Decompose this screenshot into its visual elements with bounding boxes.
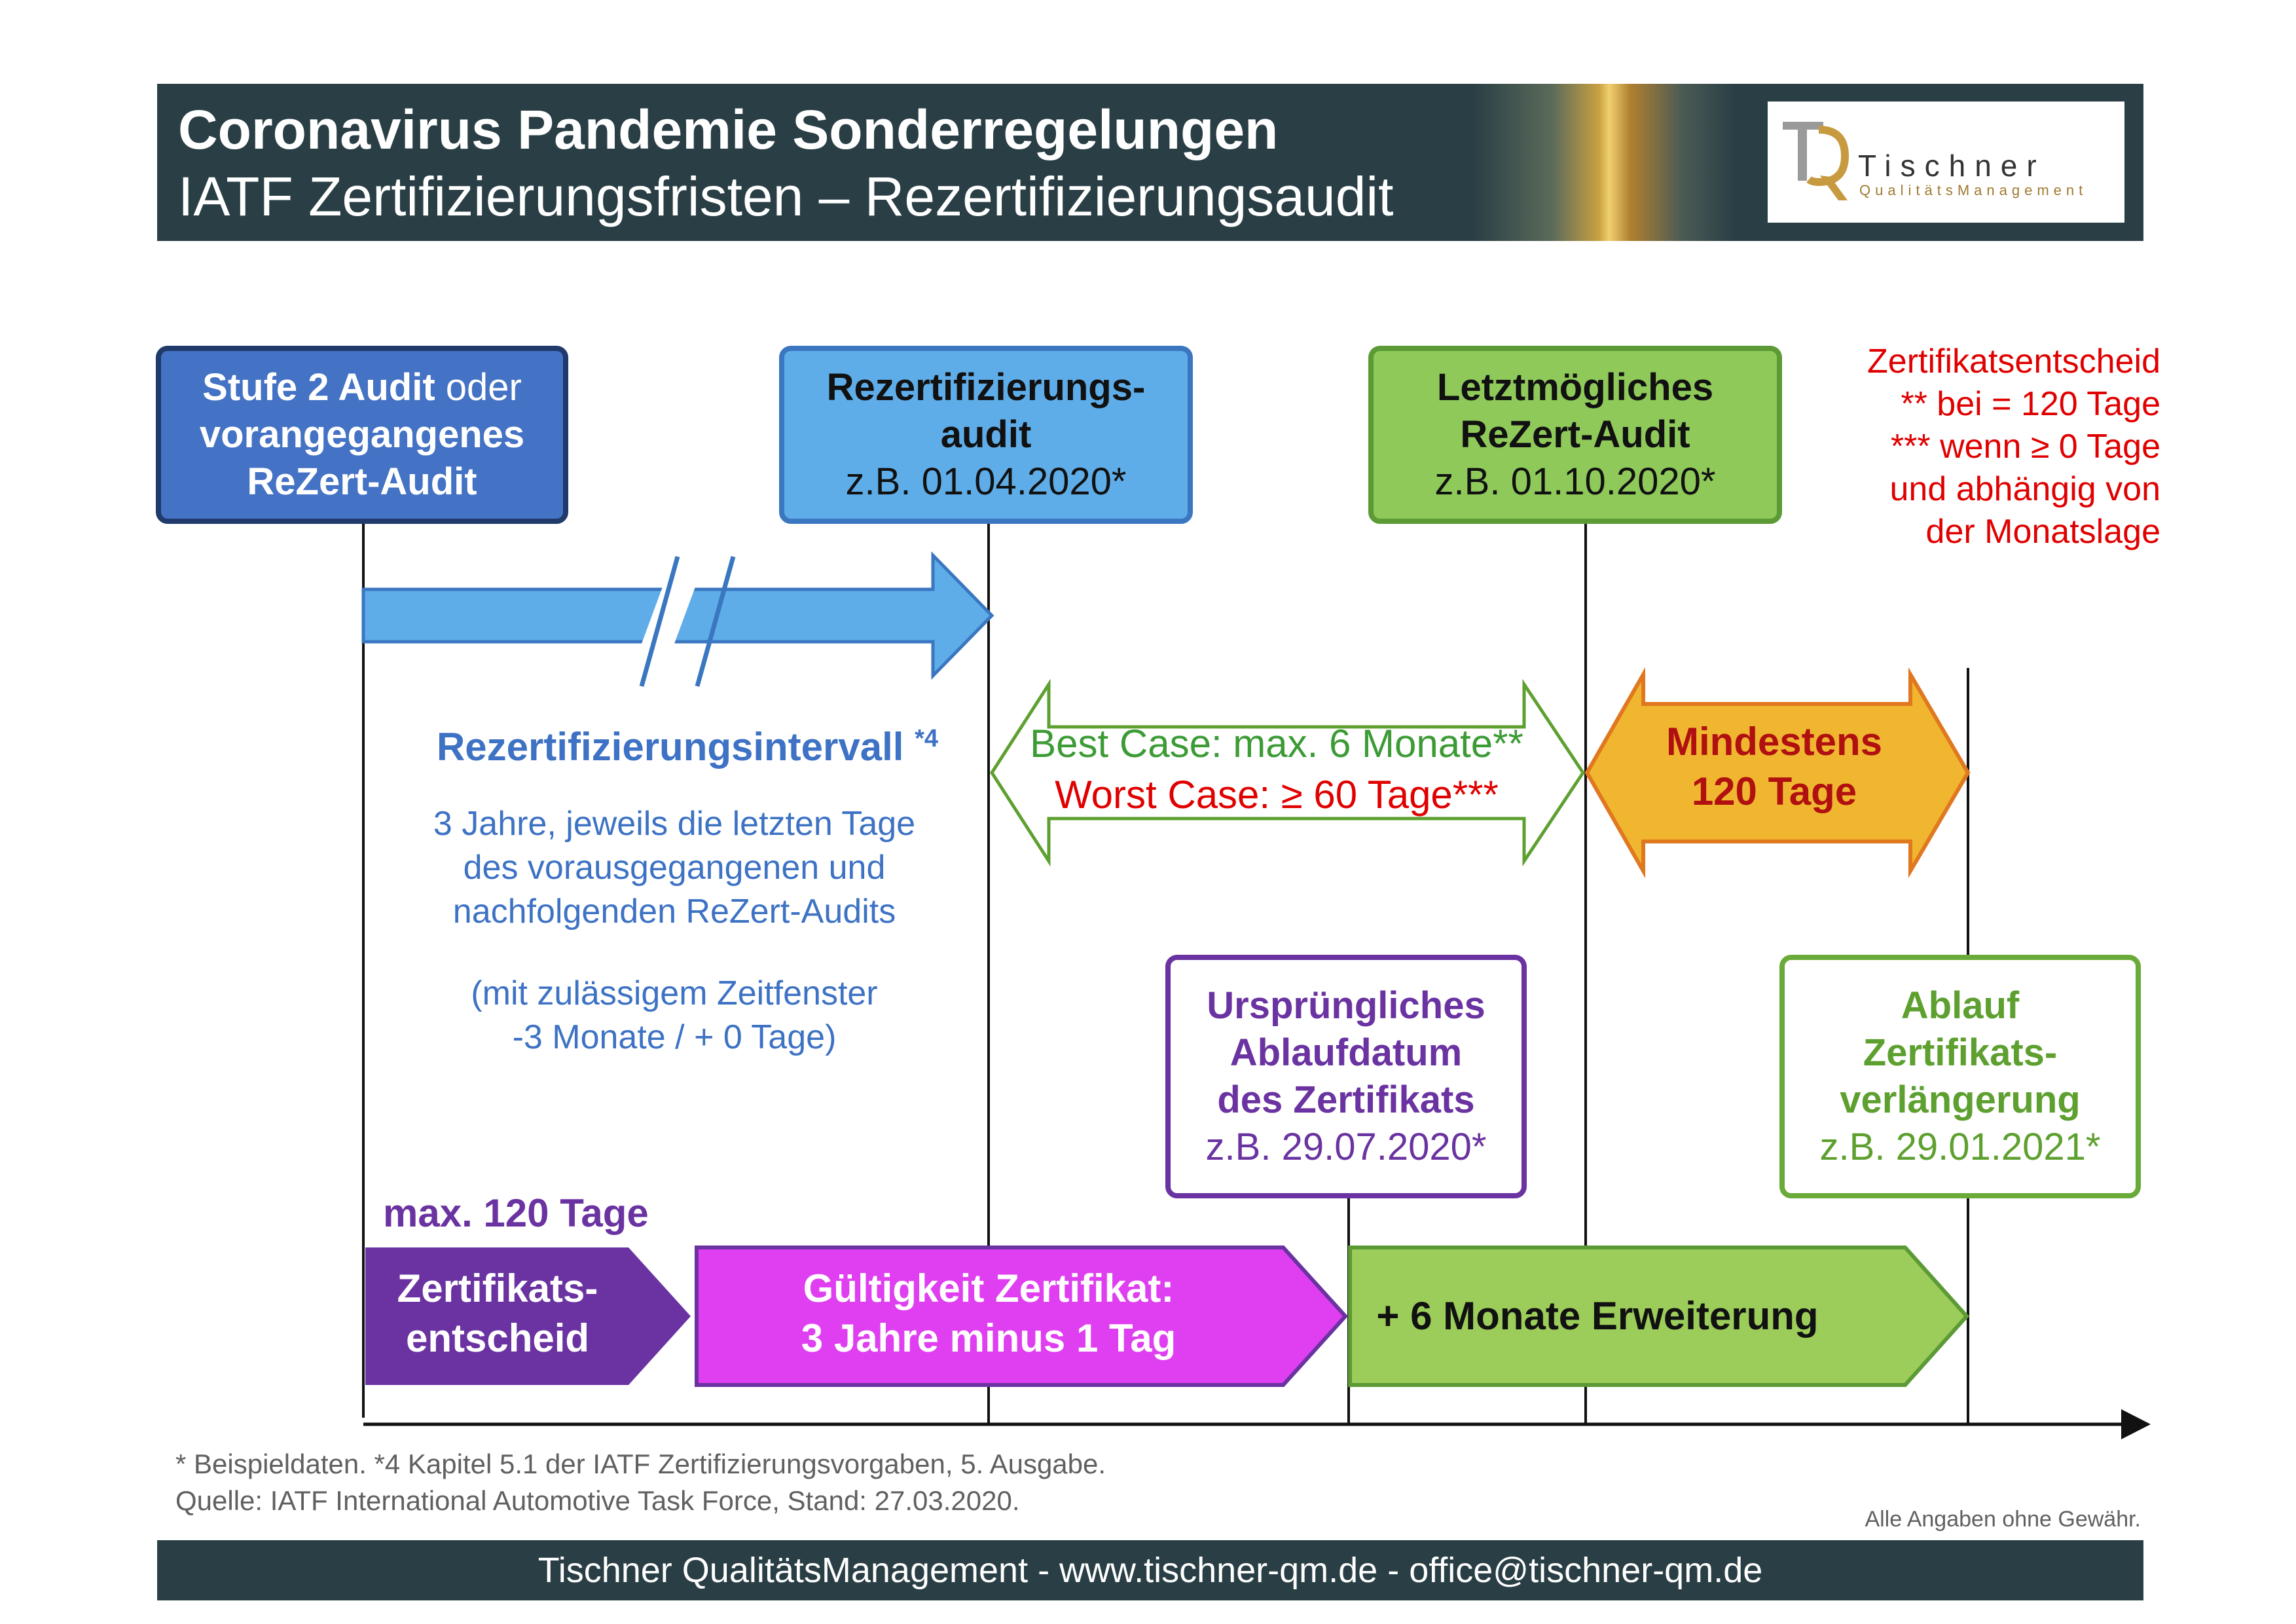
footnote-line2: Quelle: IATF International Automotive Ta… bbox=[175, 1485, 1020, 1516]
box-rezert-line2: audit bbox=[940, 413, 1032, 456]
interval-title-text: Rezertifizierungsintervall bbox=[436, 725, 904, 769]
entscheid-line1: Zertifikats- bbox=[397, 1266, 598, 1310]
logo-subtitle: QualitätsManagement bbox=[1859, 182, 2088, 198]
logo-mark-icon bbox=[1783, 122, 1850, 200]
red-note: Zertifikatsentscheid ** bei = 120 Tage *… bbox=[1807, 341, 2160, 553]
minimum-120-days-arrow bbox=[1584, 667, 1971, 879]
box-stufe-line2: vorangegangenes bbox=[199, 413, 525, 456]
best-case-label: Best Case: max. 6 Monate** bbox=[1030, 722, 1523, 766]
logo bbox=[1768, 101, 2124, 223]
interval-window-line2: -3 Monate / + 0 Tage) bbox=[512, 1018, 837, 1056]
footnote-line1: * Beispieldaten. *4 Kapitel 5.1 der IATF… bbox=[175, 1449, 1106, 1479]
minimum-line1: Mindestens bbox=[1666, 720, 1883, 764]
entscheid-line2: entscheid bbox=[405, 1316, 590, 1360]
gueltigkeit-arrow bbox=[695, 1246, 1349, 1387]
erweiterung-label: + 6 Monate Erweiterung bbox=[1376, 1294, 1819, 1338]
page-title: Coronavirus Pandemie Sonderregelungen bbox=[178, 99, 1279, 160]
interval-break-line-left bbox=[639, 556, 680, 687]
box-letzt-date: z.B. 01.10.2020* bbox=[1434, 460, 1716, 503]
spacer bbox=[340, 934, 1008, 972]
best-worst-case-arrow bbox=[990, 678, 1586, 867]
box-rezert-date: z.B. 01.04.2020* bbox=[845, 460, 1127, 503]
box-stufe-line3: ReZert-Audit bbox=[247, 460, 477, 503]
gueltigkeit-line2: 3 Jahre minus 1 Tag bbox=[801, 1316, 1176, 1360]
box-ablauf-verlaengerung: Ablauf Zertifikats- verlängerung z.B. 29… bbox=[1779, 955, 2141, 1198]
logo-name: Tischner bbox=[1858, 149, 2046, 183]
gueltigkeit-label: Gültigkeit Zertifikat: 3 Jahre minus 1 T… bbox=[707, 1264, 1270, 1363]
box-stufe-bold: Stufe 2 Audit bbox=[202, 366, 435, 409]
header-decoration bbox=[1473, 84, 1735, 241]
box-ablauf-line1: Ablauf bbox=[1901, 984, 2020, 1027]
interval-window-line1: (mit zulässigem Zeitfenster bbox=[471, 974, 878, 1012]
box-stufe-rest: oder bbox=[435, 366, 522, 409]
disclaimer: Alle Angaben ohne Gewähr. bbox=[1865, 1507, 2141, 1532]
minimum-line2: 120 Tage bbox=[1691, 769, 1857, 813]
red-note-line4: und abhängig von bbox=[1889, 470, 2161, 508]
red-note-line5: der Monatslage bbox=[1925, 513, 2160, 551]
time-axis-arrowhead bbox=[2121, 1409, 2151, 1439]
interval-description: 3 Jahre, jeweils die letzten Tage des vo… bbox=[340, 802, 1008, 1060]
box-urspr-date: z.B. 29.07.2020* bbox=[1205, 1126, 1487, 1168]
max-120-days-label: max. 120 Tage bbox=[383, 1191, 649, 1235]
box-urspr-line3: des Zertifikats bbox=[1217, 1079, 1475, 1121]
box-rezertifizierungsaudit: Rezertifizierungs- audit z.B. 01.04.2020… bbox=[779, 346, 1193, 524]
box-ablauf-date: z.B. 29.01.2021* bbox=[1819, 1126, 2101, 1168]
footer-text: Tischner QualitätsManagement - www.tisch… bbox=[538, 1551, 1763, 1590]
footer-bar bbox=[157, 1540, 2143, 1600]
interval-title: Rezertifizierungsintervall *4 bbox=[393, 714, 982, 772]
gueltigkeit-line1: Gültigkeit Zertifikat: bbox=[803, 1266, 1175, 1310]
box-ablauf-line3: verlängerung bbox=[1840, 1079, 2081, 1121]
interval-break-line-right bbox=[695, 556, 736, 687]
worst-case-label: Worst Case: ≥ 60 Tage*** bbox=[1055, 773, 1499, 817]
interval-title-sup: *4 bbox=[915, 725, 939, 752]
red-note-line1: Zertifikatsentscheid bbox=[1867, 342, 2160, 380]
red-note-line3: *** wenn ≥ 0 Tage bbox=[1890, 428, 2160, 466]
box-stufe2-audit: Stufe 2 Audit oder vorangegangenes ReZer… bbox=[156, 346, 568, 524]
interval-body-line2: des vorausgegangenen und bbox=[463, 849, 886, 887]
interval-body-line1: 3 Jahre, jeweils die letzten Tage bbox=[433, 805, 916, 843]
red-note-line2: ** bei = 120 Tage bbox=[1901, 385, 2160, 423]
box-rezert-line1: Rezertifizierungs- bbox=[826, 366, 1146, 409]
box-letztmoegliches-rezert-audit: Letztmögliches ReZert-Audit z.B. 01.10.2… bbox=[1368, 346, 1782, 524]
box-letzt-line1: Letztmögliches bbox=[1436, 366, 1714, 409]
box-urspruengliches-ablaufdatum: Ursprüngliches Ablaufdatum des Zertifika… bbox=[1165, 955, 1527, 1198]
box-ablauf-line2: Zertifikats- bbox=[1863, 1031, 2058, 1074]
interval-body-line3: nachfolgenden ReZert-Audits bbox=[452, 893, 896, 931]
box-letzt-line2: ReZert-Audit bbox=[1460, 413, 1690, 456]
interval-break bbox=[635, 576, 699, 661]
box-urspr-line1: Ursprüngliches bbox=[1207, 984, 1485, 1027]
erweiterung-arrow bbox=[1348, 1246, 1970, 1387]
box-urspr-line2: Ablaufdatum bbox=[1230, 1031, 1463, 1074]
minimum-label: Mindestens 120 Tage bbox=[1584, 717, 1964, 817]
entscheid-arrow bbox=[365, 1247, 691, 1385]
entscheid-label: Zertifikats- entscheid bbox=[354, 1264, 642, 1363]
page-subtitle: IATF Zertifizierungsfristen – Rezertifiz… bbox=[178, 166, 1394, 227]
